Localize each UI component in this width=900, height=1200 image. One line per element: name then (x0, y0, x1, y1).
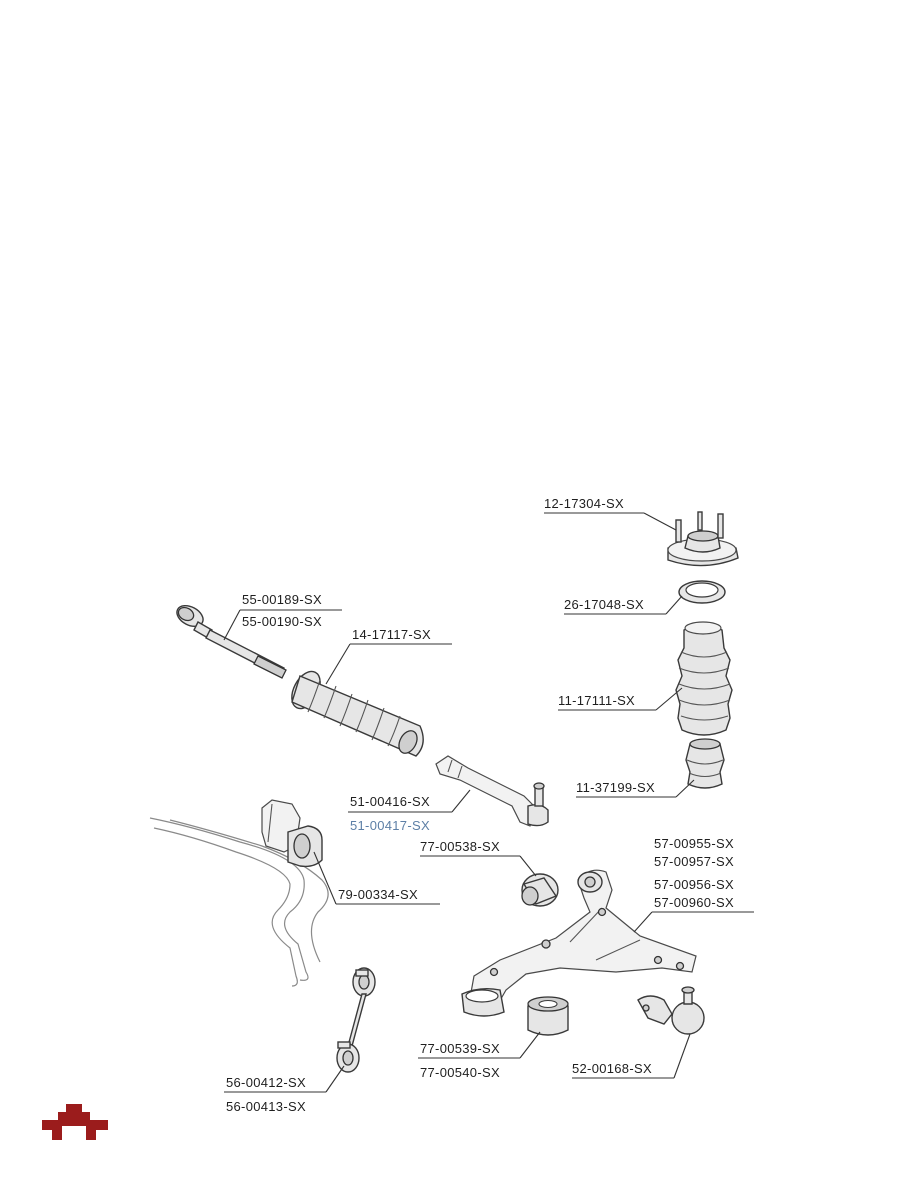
label-arm-bushing-front: 77-00538-SX (420, 839, 500, 854)
label-control-arm-2: 57-00957-SX (654, 854, 734, 869)
label-top-mount: 12-17304-SX (544, 496, 624, 511)
label-stabilizer-link-1: 56-00412-SX (226, 1075, 306, 1090)
label-inner-tie-rod-1: 55-00189-SX (242, 592, 322, 607)
ball-joint-part (637, 986, 705, 1035)
label-stabilizer-bushing: 79-00334-SX (338, 887, 418, 902)
label-arm-bushing-rear-2: 77-00540-SX (420, 1065, 500, 1080)
brand-logo-icon (42, 1104, 108, 1140)
label-rack-boot: 14-17117-SX (352, 627, 431, 642)
label-control-arm-3: 57-00956-SX (654, 877, 734, 892)
bump-stop-part (685, 738, 725, 789)
dust-boot-part (675, 621, 733, 736)
label-bump-stop: 11-37199-SX (576, 780, 655, 795)
control-arm-part (461, 869, 697, 1017)
stabilizer-link-part (336, 967, 376, 1073)
stabilizer-bushing-part (261, 799, 323, 868)
label-inner-tie-rod-2: 55-00190-SX (242, 614, 322, 629)
front-arm-bushing-part (521, 873, 559, 907)
rear-arm-bushing-part (527, 996, 569, 1036)
label-stabilizer-link-2: 56-00413-SX (226, 1099, 306, 1114)
outer-tie-rod-part (435, 755, 549, 827)
leader-lines (223, 512, 754, 1093)
label-ball-joint: 52-00168-SX (572, 1061, 652, 1076)
label-dust-boot: 11-17111-SX (558, 693, 635, 708)
label-outer-tie-rod-1: 51-00416-SX (350, 794, 430, 809)
label-arm-bushing-rear-1: 77-00539-SX (420, 1041, 500, 1056)
stabilizer-bar-part (149, 817, 329, 987)
label-outer-tie-rod-2: 51-00417-SX (350, 818, 430, 833)
top-mount-part (667, 511, 739, 567)
rack-boot-part (291, 670, 424, 757)
label-control-arm-1: 57-00955-SX (654, 836, 734, 851)
bearing-part (678, 580, 726, 604)
label-bearing: 26-17048-SX (564, 597, 644, 612)
inner-tie-rod-part (176, 604, 287, 679)
label-control-arm-4: 57-00960-SX (654, 895, 734, 910)
